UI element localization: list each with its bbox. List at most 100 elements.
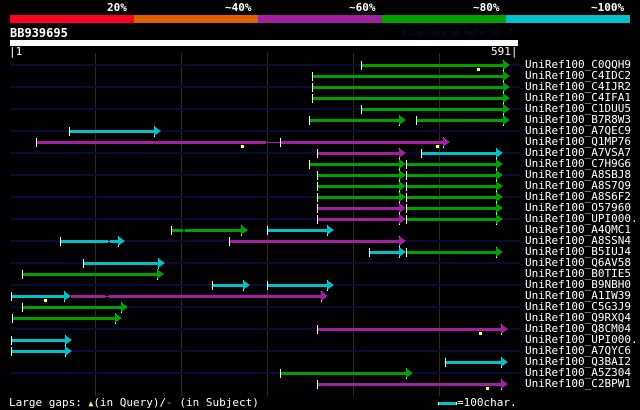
hit-label[interactable]: UniRef100_C2BPW1 [525,377,631,390]
row-background-line [10,130,520,132]
arrow-icon [503,104,511,114]
score-bar-segment [134,15,258,23]
hit-label[interactable]: UniRef100_B0TIE5 [525,267,631,280]
query-start: |1 [9,45,23,58]
arrow-icon [157,258,165,268]
subject-gap-line [182,230,186,231]
score-label: ~60% [349,1,376,14]
arrow-icon [399,181,407,191]
alignment-segment [10,339,66,342]
hit-label[interactable]: UniRef100_Q9RXQ4 [525,311,631,324]
hit-label[interactable]: UniRef100_C5G3J9 [525,300,631,313]
alignment-segment [35,141,267,144]
arrow-icon [503,93,511,103]
hit-label[interactable]: UniRef100_A8SBJ8 [525,168,631,181]
query-gap-icon [44,299,48,302]
hit-label[interactable]: UniRef100_A1IW39 [525,289,631,302]
hit-label[interactable]: UniRef100_C7H9G6 [525,157,631,170]
alignment-segment [406,163,498,166]
hit-label[interactable]: UniRef100_Q3BAI2 [525,355,631,368]
alignment-segment [108,295,322,298]
arrow-icon [64,335,72,345]
segment-start-tick [69,127,71,136]
alignment-segment [316,185,401,188]
arrow-icon [399,214,407,224]
segment-start-tick [11,314,13,323]
hit-label[interactable]: UniRef100_A7QEC9 [525,124,631,137]
alignment-segment [406,196,498,199]
arrow-icon [496,214,504,224]
hit-label[interactable]: UniRef100_C4IJR2 [525,80,631,93]
arrow-icon [399,170,407,180]
arrow-icon [503,82,511,92]
segment-start-tick [316,204,318,213]
hit-label[interactable]: UniRef100_A8SSN4 [525,234,631,247]
alignment-segment [22,273,158,276]
arrow-icon [503,115,511,125]
row-background-line [10,218,520,220]
hit-label[interactable]: UniRef100_A8S7Q9 [525,179,631,192]
segment-start-tick [406,171,408,180]
hit-label[interactable]: UniRef100_C4IFA1 [525,91,631,104]
hit-label[interactable]: UniRef100_C0QQH9 [525,58,631,71]
segment-start-tick [279,138,281,147]
hit-label[interactable]: UniRef100_C1DUU5 [525,102,631,115]
subject-gap-line [266,142,280,143]
hit-label[interactable]: UniRef100_Q1MP76 [525,135,631,148]
arrow-icon [242,280,250,290]
hit-label[interactable]: UniRef100_B5IUJ4 [525,245,631,258]
query-bar [10,40,518,46]
hit-label[interactable]: UniRef100_A8S6F2 [525,190,631,203]
hit-label[interactable]: UniRef100_O57960 [525,201,631,214]
alignment-segment [266,284,328,287]
segment-start-tick [229,237,231,246]
hit-label[interactable]: UniRef100_A4QMC1 [525,223,631,236]
hit-label[interactable]: UniRef100_Q8CM04 [525,322,631,335]
row-background-line [10,86,520,88]
hit-label[interactable]: UniRef100_UPI000.. [525,212,640,225]
hit-label[interactable]: UniRef100_Q6AV58 [525,256,631,269]
segment-start-tick [10,347,12,356]
segment-start-tick [406,204,408,213]
row-background-line [10,174,520,176]
row-background-line [10,152,520,154]
alignment-segment [361,64,505,67]
query-gap-icon [241,145,245,148]
query-end: 591| [491,45,518,58]
row-background-line [10,196,520,198]
alignment-segment [406,185,498,188]
hit-label[interactable]: UniRef100_A5Z304 [525,366,631,379]
alignment-segment [69,130,156,133]
score-label: ~80% [473,1,500,14]
arrow-icon [496,203,504,213]
arrow-icon [503,71,511,81]
segment-start-tick [316,325,318,334]
score-bar-segment [506,15,630,23]
hit-label[interactable]: UniRef100_C4IDC2 [525,69,631,82]
row-background-line [10,372,520,374]
hit-label[interactable]: UniRef100_UPI000.. [525,333,640,346]
arrow-icon [399,192,407,202]
hit-label[interactable]: UniRef100_B7R8W3 [525,113,631,126]
alignment-segment [316,196,401,199]
arrow-icon [118,236,126,246]
arrow-icon [156,269,164,279]
row-background-line [10,306,520,308]
arrow-icon [442,137,450,147]
segment-start-tick [361,105,363,114]
row-background-line [10,64,520,66]
segment-start-tick [444,358,446,367]
watermark: AlignView.pm Beta rel.7 [402,28,513,37]
segment-start-tick [10,292,12,301]
segment-start-tick [266,226,268,235]
hit-label[interactable]: UniRef100_A7QYC6 [525,344,631,357]
alignment-segment [406,218,498,221]
hit-label[interactable]: UniRef100_A7VSA7 [525,146,631,159]
hit-label[interactable]: UniRef100_B9NBH0 [525,278,631,291]
row-background-line [10,284,520,286]
alignment-segment [229,240,401,243]
grid-line [95,53,96,396]
score-bar-segment [258,15,382,23]
segment-start-tick [266,281,268,290]
